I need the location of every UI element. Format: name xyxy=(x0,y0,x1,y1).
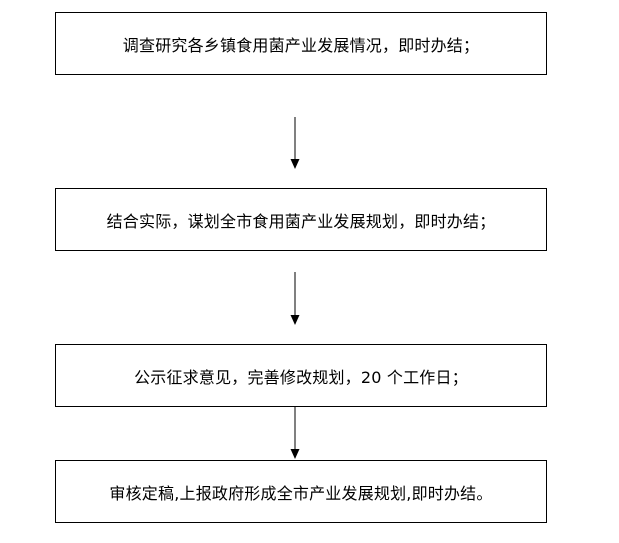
arrow-down-icon xyxy=(290,272,300,325)
step-3-text: 公示征求意见，完善修改规划，20 个工作日； xyxy=(134,367,468,387)
arrow-down-icon xyxy=(290,407,300,459)
flowchart-step-2: 结合实际，谋划全市食用菌产业发展规划，即时办结； xyxy=(55,188,547,251)
arrow-down-icon xyxy=(290,117,300,169)
step-2-text: 结合实际，谋划全市食用菌产业发展规划，即时办结； xyxy=(106,211,496,231)
step-4-text: 审核定稿,上报政府形成全市产业发展规划,即时办结。 xyxy=(109,483,493,503)
flowchart-step-4: 审核定稿,上报政府形成全市产业发展规划,即时办结。 xyxy=(55,460,547,523)
step-1-text: 调查研究各乡镇食用菌产业发展情况，即时办结； xyxy=(122,35,480,55)
flowchart-step-3: 公示征求意见，完善修改规划，20 个工作日； xyxy=(55,344,547,407)
flowchart-step-1: 调查研究各乡镇食用菌产业发展情况，即时办结； xyxy=(55,12,547,75)
